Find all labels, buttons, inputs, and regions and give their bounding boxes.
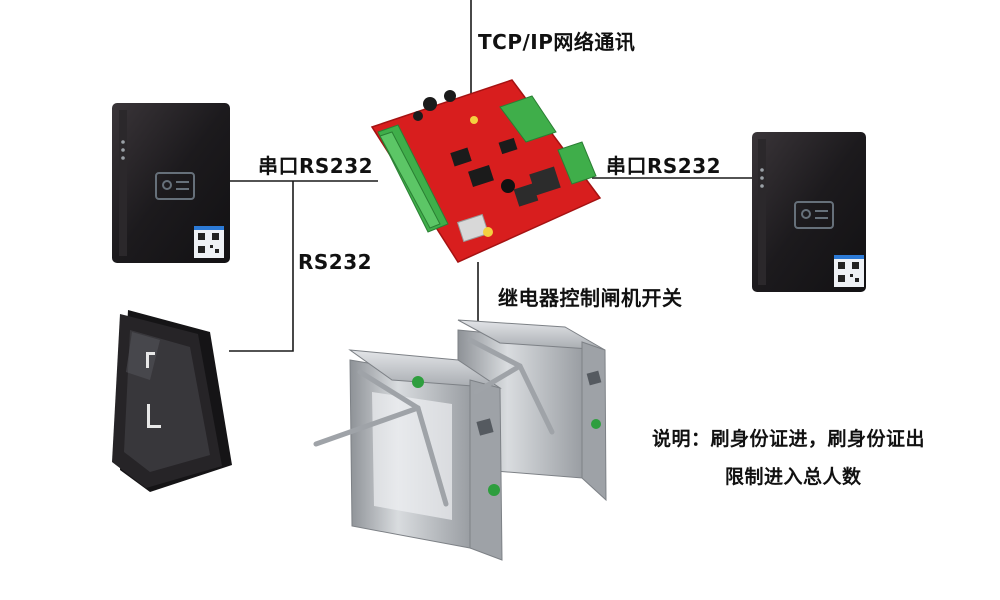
connection-lines (229, 0, 752, 352)
id-card-icon (794, 201, 834, 229)
controller-board (370, 79, 602, 263)
left-card-reader (112, 103, 230, 263)
id-card-icon (155, 172, 195, 200)
green-arrow-icon (412, 376, 601, 496)
terminal-block-left (377, 124, 449, 233)
tcp-ip-label: TCP/IP网络通讯 (478, 30, 636, 54)
embedded-card-reader (112, 310, 232, 492)
tripod-arms (313, 337, 555, 507)
gate-reader-panels (476, 370, 602, 436)
qr-code-icon (194, 226, 224, 258)
qr-code-icon (834, 255, 864, 287)
rs232-branch-line (229, 181, 294, 352)
relay-label: 继电器控制闸机开关 (498, 286, 683, 310)
left-serial-label: 串口RS232 (258, 154, 374, 178)
right-serial-label: 串口RS232 (606, 154, 722, 178)
rs232-label: RS232 (298, 250, 373, 274)
terminal-block-right (557, 141, 597, 185)
note-line-2: 限制进入总人数 (725, 466, 862, 488)
note-line-1: 说明：刷身份证进，刷身份证出 (652, 428, 926, 450)
terminal-block-top (499, 95, 557, 143)
board-components (413, 90, 561, 243)
right-card-reader (752, 132, 866, 292)
tripod-turnstile (313, 319, 607, 561)
